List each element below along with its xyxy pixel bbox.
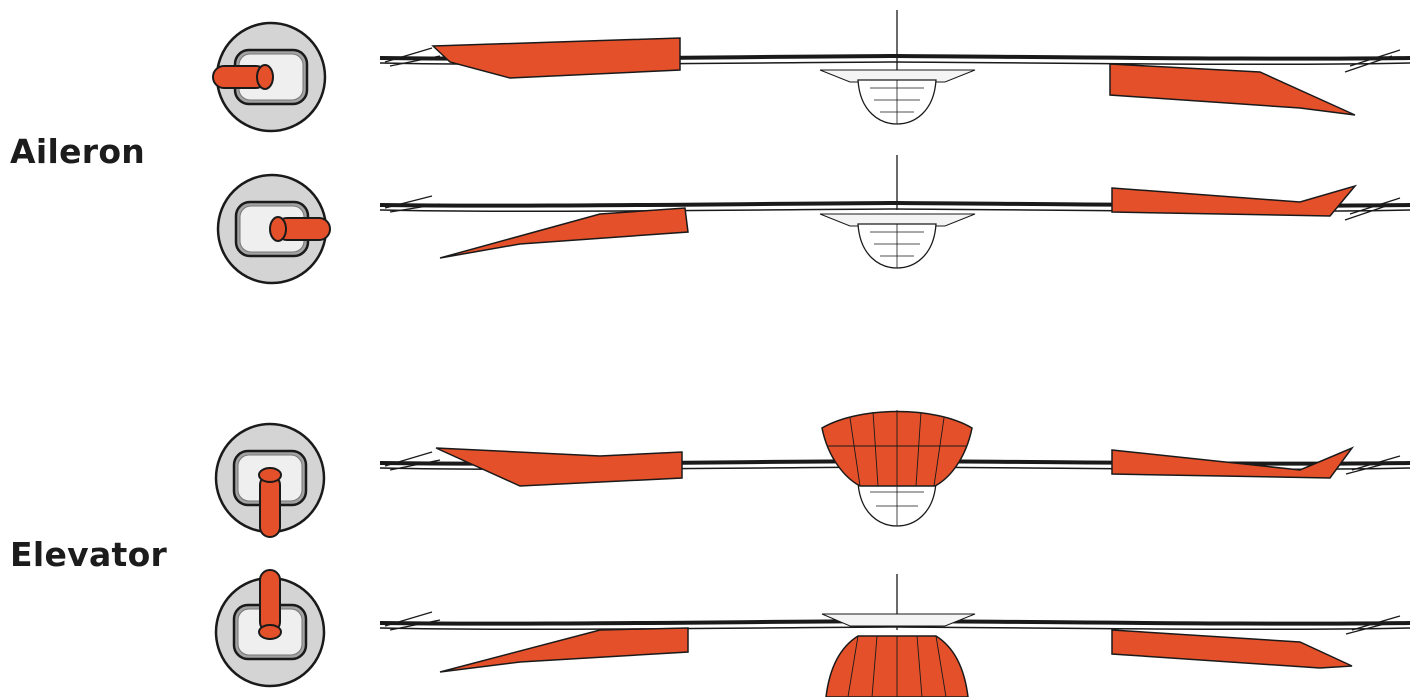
row-elevator-forward (216, 570, 1410, 697)
bird-aileron-left-icon (380, 10, 1410, 124)
bird-elevator-up-icon (380, 410, 1410, 526)
row-aileron-left (213, 10, 1410, 131)
row-aileron-right (218, 155, 1410, 283)
joystick-forward-icon (216, 570, 324, 686)
bird-aileron-right-icon (380, 155, 1410, 268)
joystick-right-icon (218, 175, 330, 283)
joystick-left-icon (213, 23, 325, 131)
joystick-back-icon (216, 424, 324, 537)
row-elevator-back (216, 410, 1410, 537)
bird-elevator-down-icon (380, 574, 1410, 697)
